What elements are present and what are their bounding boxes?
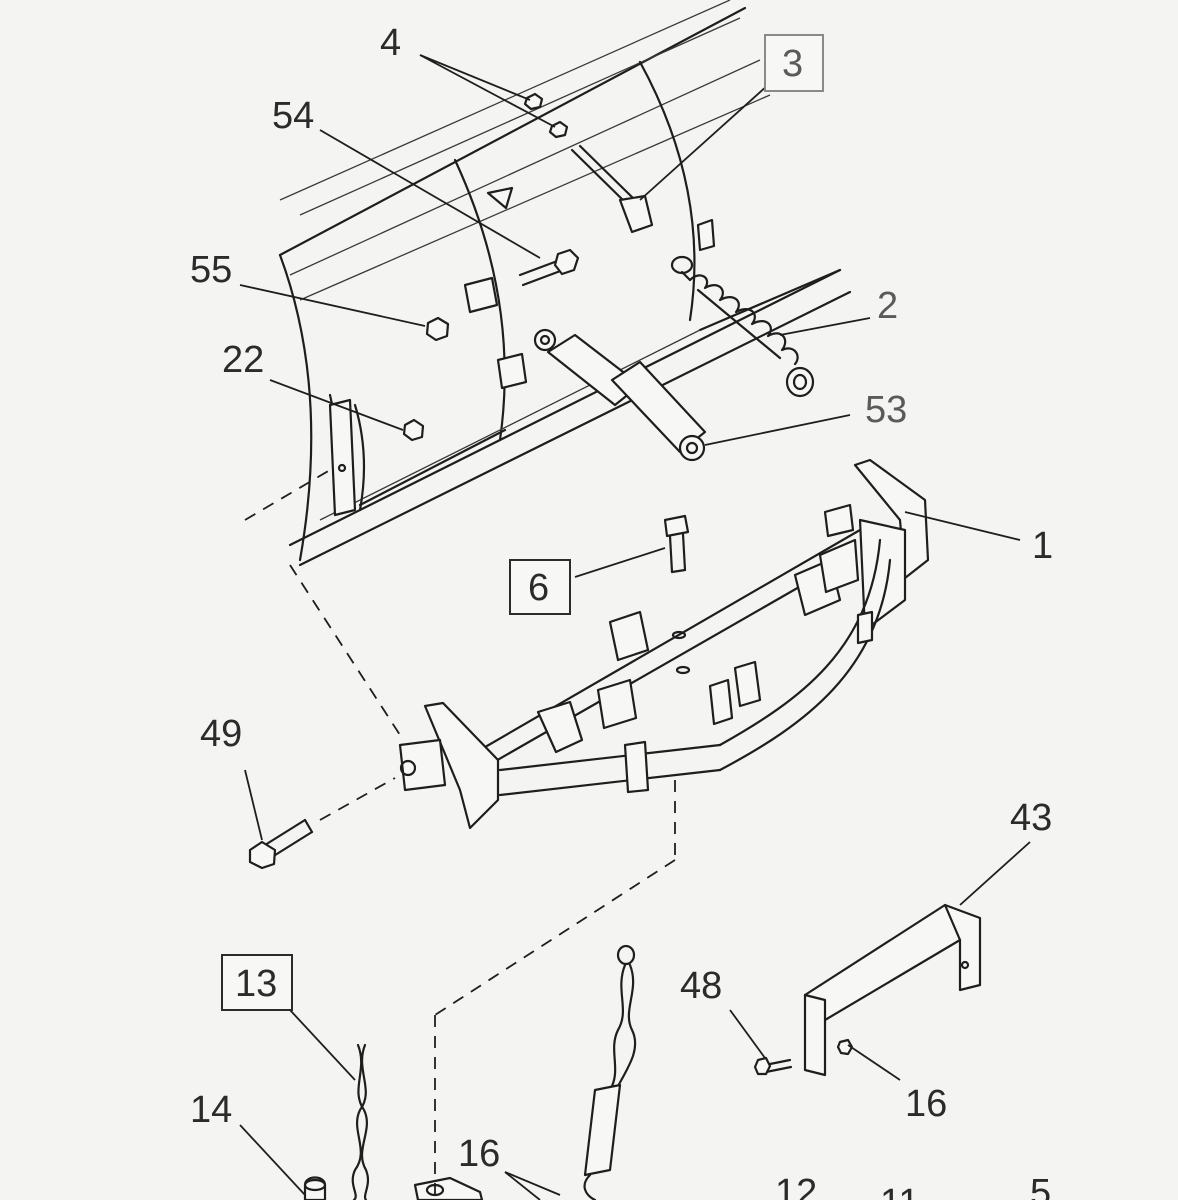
callout-11: 11	[880, 1182, 919, 1200]
callout-3: 3	[782, 43, 803, 85]
bolt-6	[663, 514, 691, 675]
a-frame	[398, 458, 930, 830]
bracket-43	[753, 903, 982, 1077]
callout-box-13	[221, 954, 293, 1011]
callout-4: 4	[380, 22, 401, 64]
callout-13: 13	[235, 963, 277, 1005]
callout-box-3	[764, 34, 824, 92]
callout-2: 2	[877, 285, 898, 327]
chain-13	[351, 1043, 370, 1200]
callout-16-right: 16	[905, 1083, 947, 1125]
callout-1: 1	[1032, 525, 1053, 567]
callout-53: 53	[865, 389, 907, 431]
plow-blade	[278, 0, 852, 567]
leader-lines	[239, 54, 1031, 1200]
callout-22: 22	[222, 339, 264, 381]
callout-14: 14	[190, 1089, 232, 1131]
callout-6: 6	[528, 567, 549, 609]
callout-54: 54	[272, 95, 314, 137]
shock-absorber	[533, 328, 707, 462]
callout-5: 5	[1030, 1172, 1051, 1200]
alignment-lines	[244, 469, 676, 1200]
blade-hardware	[402, 92, 654, 442]
callout-55: 55	[190, 249, 232, 291]
pin-14	[303, 1176, 327, 1200]
bottom-mount	[413, 1176, 484, 1200]
bolt-49	[248, 818, 314, 870]
callout-box-6	[509, 559, 571, 615]
callout-49: 49	[200, 713, 242, 755]
callout-12: 12	[775, 1172, 817, 1200]
chain-upper	[583, 944, 637, 1200]
spring	[670, 255, 815, 398]
callout-48: 48	[680, 965, 722, 1007]
callout-16-bottom: 16	[458, 1133, 500, 1175]
callout-43: 43	[1010, 797, 1052, 839]
